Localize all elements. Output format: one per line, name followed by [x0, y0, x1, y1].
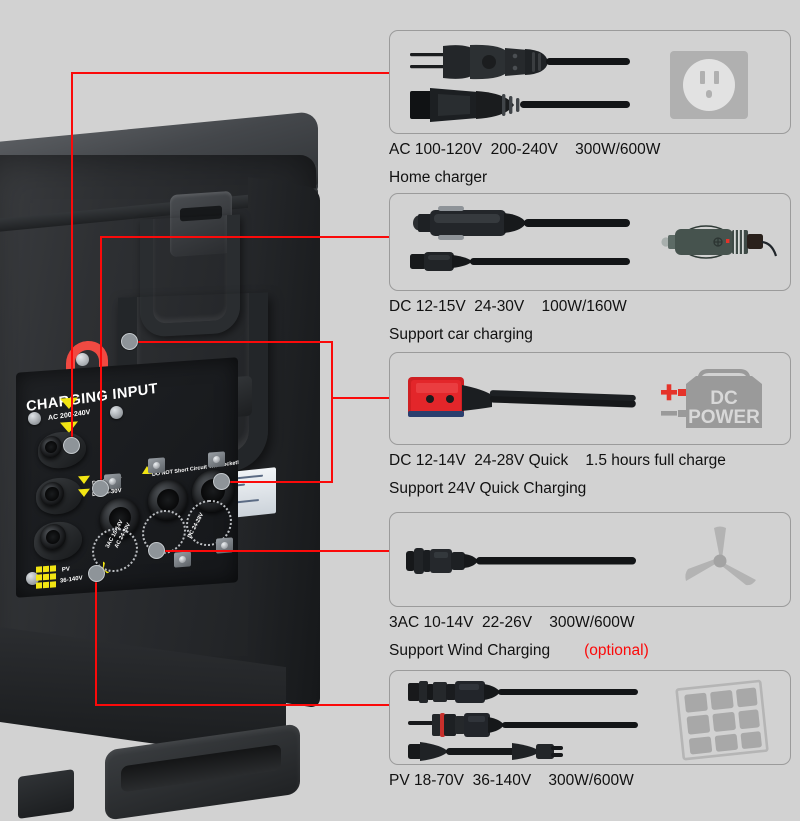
spec-box-ac [389, 30, 791, 134]
spec-caption-wind-line2: Support Wind Charging (optional) [389, 635, 791, 663]
spec-box-pv [389, 670, 791, 765]
spec-caption-quick-line1: DC 12-14V 24-28V Quick 1.5 hours full ch… [389, 452, 726, 469]
mc4-connector-male-icon [408, 681, 638, 703]
pv-output-cable-icon [408, 742, 563, 761]
callout-dot-quick-boot [121, 333, 138, 350]
dc-power-text-line2: POWER [688, 407, 760, 428]
ac-power-cord-icon [410, 44, 630, 80]
spec-box-quick: DC POWER [389, 352, 791, 445]
spec-caption-pv-line1: PV 18-70V 36-140V 300W/600W [389, 772, 634, 789]
callout-line-wind [156, 550, 389, 552]
callout-line-quick-out [331, 397, 389, 399]
wall-outlet-icon [670, 51, 748, 119]
spec-block-dc-quick-charging: DC POWER DC 12-14V 24-28V Quick 1.5 hour… [389, 352, 791, 501]
spec-caption-quick-line2: Support 24V Quick Charging [389, 479, 587, 497]
warning-triangle-icon [142, 466, 152, 474]
charging-input-panel-group: CHARGING INPUT AC 200-240V DC 12-15V DC … [0, 0, 375, 800]
spec-block-pv-solar-charging: PV 18-70V 36-140V 300W/600W [389, 670, 791, 793]
spec-caption-ac-line2: Home charger [389, 168, 488, 186]
callout-line-dc-vert [100, 236, 102, 488]
callout-line-quick-top [128, 341, 333, 343]
spec-block-dc-car-charging: DC 12-15V 24-30V 100W/160W Support car c… [389, 193, 791, 347]
callout-line-ac-vert [71, 72, 73, 446]
aviation-connector-icon [406, 548, 636, 574]
cigarette-lighter-plug-icon [413, 206, 630, 240]
callout-line-ac [71, 72, 389, 74]
port-bracket [208, 451, 225, 468]
terminal-screw [76, 353, 89, 366]
pv-port-label-line1: PV [61, 566, 71, 574]
dc-power-text-line1: DC [710, 388, 738, 409]
callout-line-quick-bottom [220, 481, 332, 483]
callout-dot-wind [148, 542, 165, 559]
port-bracket [148, 457, 165, 474]
callout-line-quick-vert [331, 341, 333, 483]
yellow-arrow-icon [60, 397, 78, 410]
solar-panel-icon [675, 679, 769, 761]
port-bracket [174, 551, 191, 568]
iec-connector-icon [410, 88, 630, 122]
spec-caption-car-line1: DC 12-15V 24-30V 100W/160W [389, 298, 627, 315]
callout-line-pv [95, 704, 389, 706]
spec-optional-badge: (optional) [584, 641, 649, 659]
spec-caption-car-line2: Support car charging [389, 325, 533, 343]
panel-screw [110, 406, 123, 419]
spec-block-ac-home-charger: AC 100-120V 200-240V 300W/600W Home char… [389, 30, 791, 190]
yellow-arrow-icon [78, 475, 90, 485]
yellow-arrow-icon [78, 488, 90, 498]
mc4-connector-female-icon [408, 713, 638, 737]
callout-line-dc [100, 236, 389, 238]
spec-box-car [389, 193, 791, 291]
callout-dot-ac [63, 437, 80, 454]
spec-caption-wind-line1: 3AC 10-14V 22-26V 300W/600W [389, 614, 635, 631]
spec-box-wind [389, 512, 791, 607]
spec-caption-wind-text: Support Wind Charging [389, 641, 551, 659]
callout-dot-dc [92, 480, 109, 497]
car-charger-icon [661, 225, 778, 259]
panel-screw [28, 412, 41, 425]
callout-dot-pv [88, 565, 105, 582]
dc-power-battery-icon: DC POWER [661, 369, 762, 428]
spec-caption-ac-line1: AC 100-120V 200-240V 300W/600W [389, 141, 661, 158]
solar-grid-icon [36, 565, 56, 589]
spec-block-wind-charging: 3AC 10-14V 22-26V 300W/600W Support Wind… [389, 512, 791, 663]
anderson-connector-icon [408, 377, 636, 417]
panel-screw [26, 572, 39, 585]
callout-dot-quick [213, 473, 230, 490]
wind-turbine-icon [685, 526, 756, 586]
dc-barrel-connector-icon [410, 252, 630, 271]
callout-line-pv-vert [95, 572, 97, 705]
